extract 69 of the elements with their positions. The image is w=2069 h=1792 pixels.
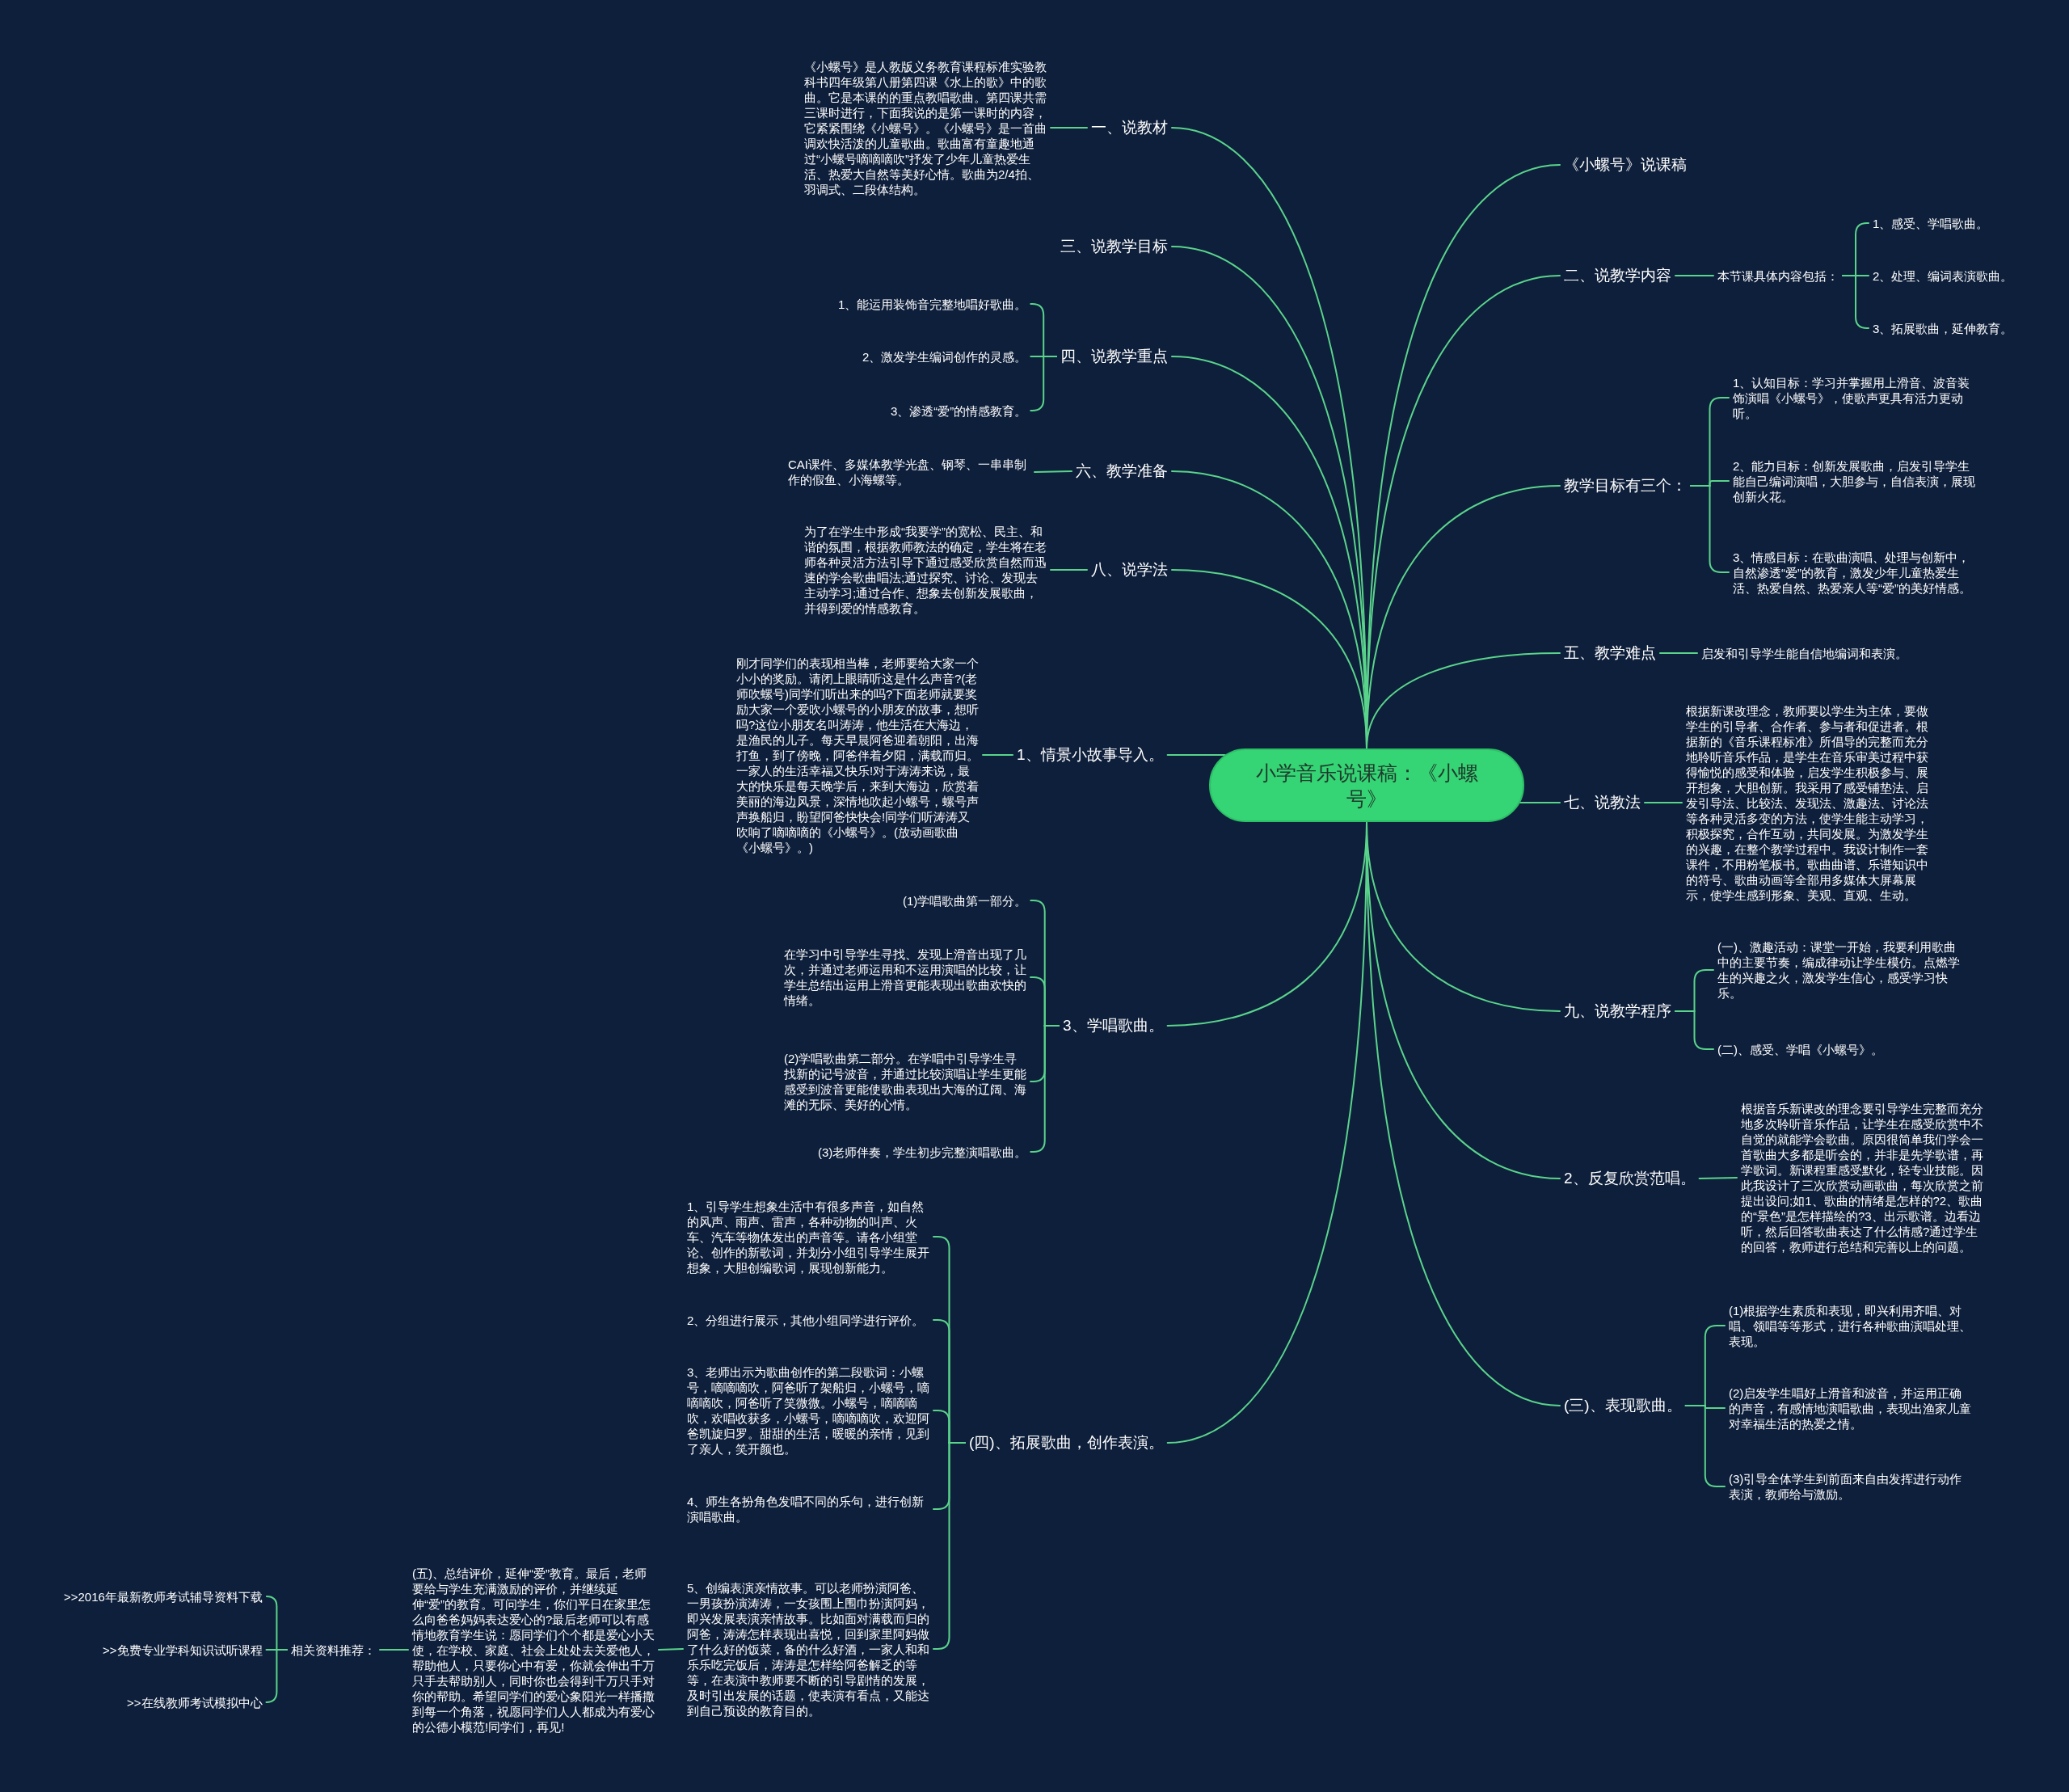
topic-label: 五、教学难点	[1560, 643, 1660, 663]
paragraph-text: (1)根据学生素质和表现，即兴利用齐唱、对唱、领唱等等形式，进行各种歌曲演唱处理、表现。	[1725, 1302, 1975, 1349]
connector-line	[1050, 569, 1088, 571]
item-text: 本节课具体内容包括：	[1713, 268, 1843, 284]
paragraph-text: 5、创编表演亲情故事。可以老师扮演阿爸、一男孩扮演涛涛，一女孩围上围巾扮演阿妈，即兴发展表演亲情故事。比如面对满载而归的阿爸，涛涛怎样表现出喜悦，回到家里阿妈做了什么好的饭菜，备的什么好酒，一家人和和乐乐吃完饭后，涛涛是怎样给阿爸解乏的等等，在表演中教师要不断的引导剧情的发展，及时引出发展的话题，使表演有看点，又能达到自己预设的教育目的。	[683, 1579, 933, 1718]
paragraph-text: 在学习中引导学生寻找、发现上滑音出现了几次，并通过老师运用和不运用演唱的比较，让学生总结出运用上滑音更能表现出歌曲欢快的情绪。	[780, 947, 1030, 1008]
connector-line	[982, 754, 1013, 756]
connector-line	[1034, 470, 1072, 473]
item-text: 2、激发学生编词创作的灵感。	[858, 348, 1031, 365]
item-text: 1、能运用装饰音完整地唱好歌曲。	[834, 296, 1031, 312]
connector-line	[379, 1649, 409, 1651]
topic-label: 2、反复欣赏范唱。	[1560, 1169, 1700, 1188]
paragraph-text: 2、能力目标：创新发展歌曲，启发引导学生能自己编词演唱，大胆参与，自信表演，展现创新火花。	[1729, 457, 1979, 504]
topic-label: 六、教学准备	[1072, 462, 1172, 481]
connector-line	[1842, 275, 1869, 329]
item-text: 启发和引导学生能自信地编词和表演。	[1697, 645, 1911, 661]
item-text: 3、渗透“爱”的情感教育。	[887, 403, 1031, 419]
paragraph-text: (2)启发学生唱好上滑音和波音，并运用正确的声音，有感情地演唱歌曲，表现出渔家儿童对幸福生活的热爱之情。	[1725, 1385, 1975, 1431]
item-text: (3)老师伴奏，学生初步完整演唱歌曲。	[814, 1144, 1031, 1160]
connector-line	[658, 1648, 684, 1651]
paragraph-text: 《小螺号》是人教版义务教育课程标准实验教科书四年级第八册第四课《水上的歌》中的歌曲。它是本课的的重点教唱歌曲。第四课共需三课时进行，下面我说的是第一课时的内容，它紧紧围绕《小螺号》。《小螺号》是一首曲调欢快活泼的儿童歌曲。歌曲富有童趣地通过“小螺号嘀嘀嘀吹”抒发了少年儿童热爱生活、热爱大自然等美好心情。歌曲为2/4拍、羽调式、二段体结构。	[800, 58, 1051, 197]
paragraph-text: (五)、总结评价，延伸“爱”教育。最后，老师要给与学生充满激励的评价，并继续延伸“爱”的教育。可问学生，你们平日在家里怎么向爸爸妈妈表达爱心的?最后老师可以有感情地教育学生说：愿同学们个个都是爱心小天使，在学校、家庭、社会上处处去关爱他人，帮助他人，只要你心中有爱，你就会伸出千万只手去帮助别人，同时你也会得到千万只手对你的帮助。希望同学们的爱心象阳光一样播撒到每一个角落，祝愿同学们人人都成为有爱心的公德小模范!同学们，再见!	[408, 1565, 659, 1735]
item-text: >>在线教师考试模拟中心	[123, 1694, 267, 1710]
topic-label: 3、学唱歌曲。	[1059, 1016, 1168, 1035]
topic-label: 七、说教法	[1560, 793, 1645, 812]
paragraph-text: 根据音乐新课改的理念要引导学生完整而充分地多次聆听音乐作品，让学生在感受欣赏中不自觉的就能学会歌曲。原因很简单我们学会一首歌曲大多都是听会的，并非是先学歌谱，再学歌词。新课程重感受默化，轻专业技能。因此我设计了三次欣赏动画歌曲，每次欣赏之前提出设问;如1、歌曲的情绪是怎样的?2、歌曲的“景色”是怎样描绘的?3、出示歌谱。边看边听，然后回答歌曲表达了什么情感?通过学生的回答，教师进行总结和完善以上的问题。	[1737, 1101, 1987, 1254]
item-text: 1、感受、学唱歌曲。	[1869, 215, 1993, 231]
item-text: (二)、感受、学唱《小螺号》。	[1713, 1041, 1887, 1057]
topic-label: 八、说学法	[1087, 560, 1172, 580]
paragraph-text: 3、老师出示为歌曲创作的第二段歌词：小螺号，嘀嘀嘀吹，阿爸听了架船归，小螺号，嘀嘀嘀吹，阿爸听了笑微微。小螺号，嘀嘀嘀吹，欢唱收获多，小螺号，嘀嘀嘀吹，欢迎阿爸凯旋归罗。甜甜的生活，暖暖的亲情，见到了亲人，笑开颜也。	[683, 1364, 933, 1457]
paragraph-text: 2、分组进行展示，其他小组同学进行评价。	[683, 1312, 933, 1328]
paragraph-text: (一)、激趣活动：课堂一开始，我要利用歌曲中的主要节奏，编成律动让学生模仿。点燃学生的兴趣之火，激发学生信心，感受学习快乐。	[1713, 939, 1964, 1001]
topic-label: 九、说教学程序	[1560, 1001, 1675, 1021]
topic-label: 教学目标有三个：	[1560, 476, 1691, 495]
connector-line	[1659, 652, 1698, 654]
paragraph-text: 1、认知目标：学习并掌握用上滑音、波音装饰演唱《小螺号》，使歌声更具有活力更动听。	[1729, 374, 1979, 421]
paragraph-text: 为了在学生中形成“我要学”的宽松、民主、和谐的氛围，根据教师教法的确定，学生将在老师各种灵活方法引导下通过感受欣赏自然而迅速的学会歌曲唱法;通过探究、讨论、发现去主动学习;通过合作、想象去创新发展歌曲，并得到爱的情感教育。	[800, 524, 1051, 616]
item-text: >>2016年最新教师考试辅导资料下载	[60, 1588, 267, 1604]
connector-line	[1675, 1010, 1714, 1050]
connector-line	[1050, 127, 1088, 129]
topic-label: 一、说教材	[1087, 118, 1172, 137]
item-text: 相关资料推荐：	[287, 1642, 380, 1658]
paragraph-text: 4、师生各扮角色发唱不同的乐句，进行创新演唱歌曲。	[683, 1494, 933, 1524]
connector-line	[1644, 802, 1683, 803]
topic-label: (四)、拓展歌曲，创作表演。	[965, 1433, 1168, 1453]
central-topic-box: 小学音乐说课稿：《小螺号》	[1209, 748, 1524, 822]
paragraph-text: 3、情感目标：在歌曲演唱、处理与创新中，自然渗透“爱”的教育，激发少年儿童热爱生活、热爱自然、热爱亲人等“爱”的美好情感。	[1729, 549, 1979, 596]
topic-label: 二、说教学内容	[1560, 266, 1675, 285]
topic-label: 四、说教学重点	[1056, 347, 1172, 366]
topic-label: 1、情景小故事导入。	[1013, 745, 1168, 765]
paragraph-text: (2)学唱歌曲第二部分。在学唱中引导学生寻找新的记号波音，并通过比较演唱让学生更能感受到波音更能使歌曲表现出大海的辽阔、海滩的无际、美好的心情。	[780, 1051, 1030, 1112]
item-text: 2、处理、编词表演歌曲。	[1869, 268, 2017, 284]
item-text: 3、拓展歌曲，延伸教育。	[1869, 320, 2017, 336]
connector-line	[1675, 275, 1714, 276]
paragraph-text: (3)引导全体学生到前面来自由发挥进行动作表演，教师给与激励。	[1725, 1471, 1975, 1502]
connector-line	[1366, 652, 1561, 749]
paragraph-text: 刚才同学们的表现相当棒，老师要给大家一个小小的奖励。请闭上眼睛听这是什么声音?(老师吹螺号)同学们听出来的吗?下面老师就要奖励大家一个爱吹小螺号的小朋友的故事，想听吗?这位小朋友名叫涛涛，他生活在大海边，是渔民的儿子。每天早晨阿爸迎着朝阳，出海打鱼，到了傍晚，阿爸伴着夕阳，满载而归。一家人的生活幸福又快乐!对于涛涛来说，最大的快乐是每天晚学后，来到大海边，欣赏着美丽的海边风景，深情地吹起小螺号，螺号声声换船归，盼望阿爸快快会!同学们听涛涛又吹响了嘀嘀嘀的《小螺号》。(放动画歌曲《小螺号》。)	[732, 655, 983, 855]
connector-line	[1519, 802, 1561, 803]
paragraph-text: 根据新课改理念，教师要以学生为主体，要做学生的引导者、合作者、参与者和促进者。根据新的《音乐课程标准》所倡导的完整而充分地聆听音乐作品，是学生在音乐审美过程中获得愉悦的感受和体验，启发学生积极参与、展开想象，大胆创新。我采用了感受铺垫法、启发引导法、比较法、发现法、激趣法、讨论法等各种灵活多变的方法，使学生能主动学习，积极探究，合作互动，共同发展。为激发学生的兴趣，在整个教学过程中。我设计制作一套课件，不用粉笔板书。歌曲曲谱、乐谱知识中的符号、歌曲动画等全部用多媒体大屏幕展示，使学生感到形象、美观、直观、生动。	[1682, 702, 1932, 903]
connector-line	[1698, 1177, 1738, 1179]
paragraph-text: CAI课件、多媒体教学光盘、钢琴、一串串制作的假鱼、小海螺等。	[784, 457, 1034, 487]
item-text: (1)学唱歌曲第一部分。	[899, 892, 1031, 909]
topic-label: 三、说教学目标	[1056, 237, 1172, 256]
topic-label: (三)、表现歌曲。	[1560, 1396, 1686, 1415]
connector-line	[1166, 754, 1226, 756]
item-text: >>免费专业学科知识试听课程	[99, 1642, 267, 1658]
topic-label: 《小螺号》说课稿	[1560, 155, 1691, 175]
connector-line	[1030, 356, 1057, 411]
paragraph-text: 1、引导学生想象生活中有很多声音，如自然的风声、雨声、雷声，各种动物的叫声、火车、汽车等物体发出的声音等。请各小组堂论、创作的新歌词，并划分小组引导学生展开想象，大胆创编歌词，展现创新能力。	[683, 1198, 933, 1275]
